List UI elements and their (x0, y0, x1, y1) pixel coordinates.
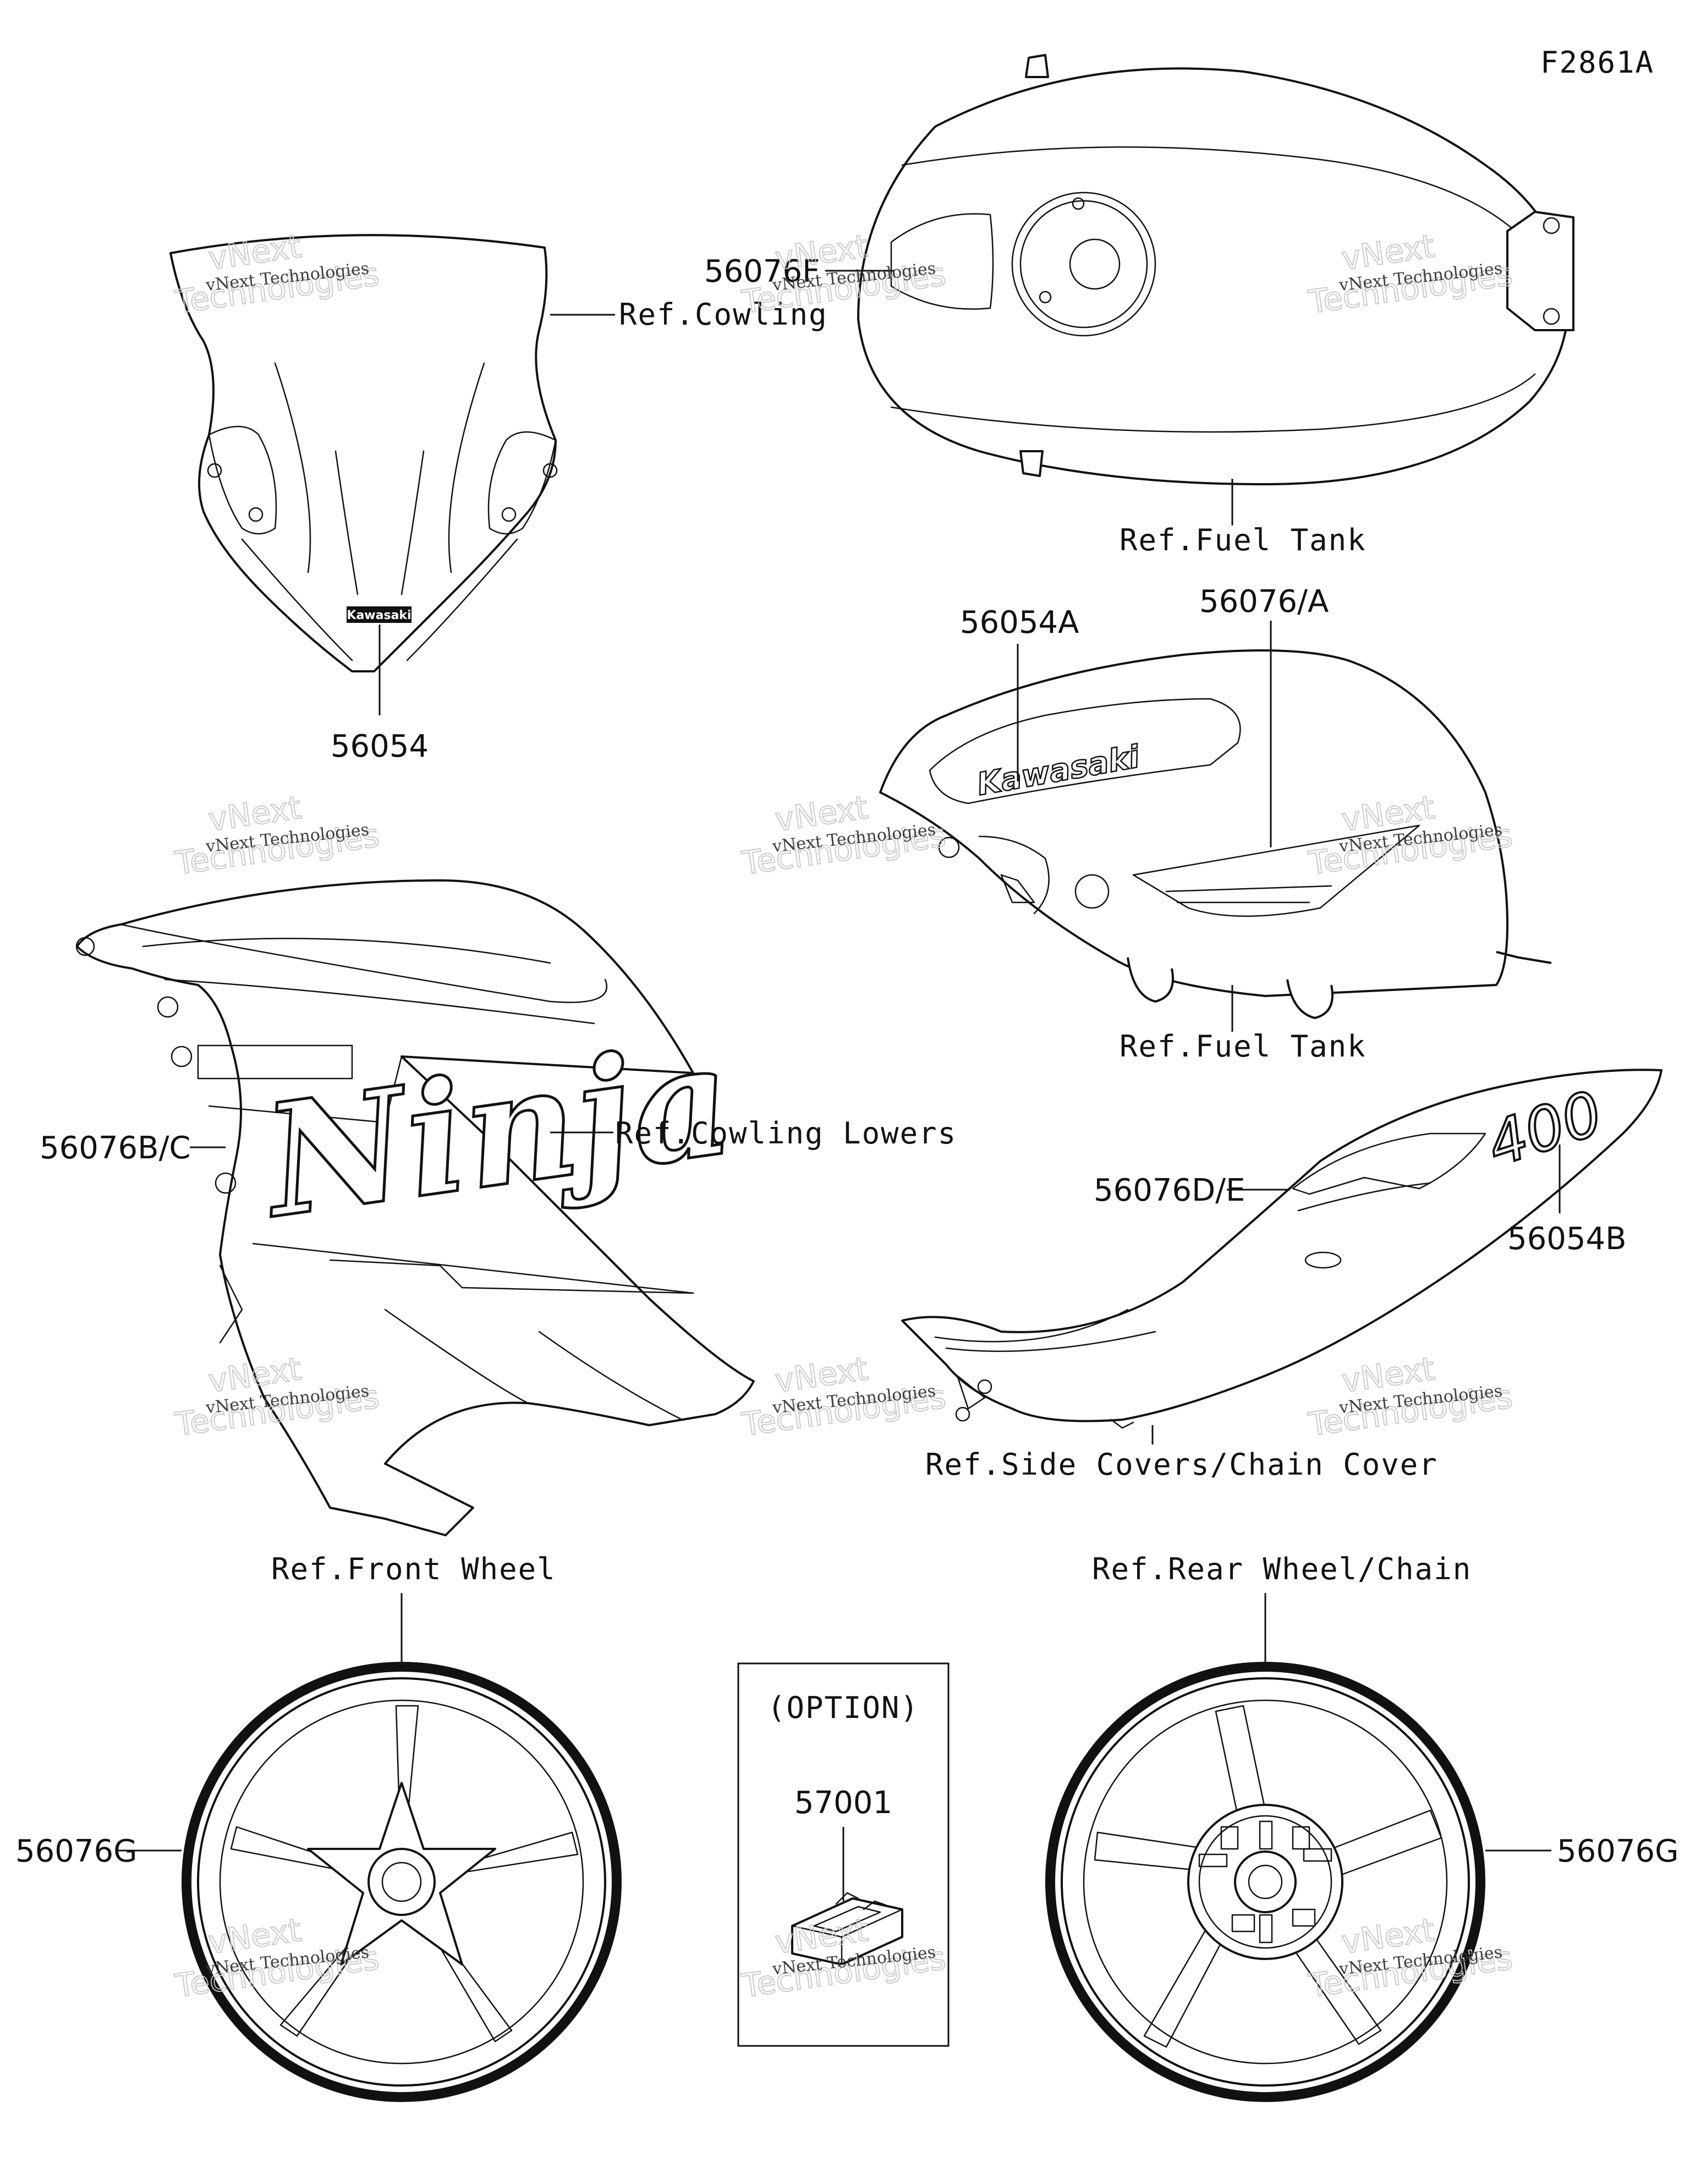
part-number-56076d-e: 56076D/E (1094, 1173, 1245, 1208)
option-part-illustration (791, 1892, 903, 1966)
part-number-56054b: 56054B (1507, 1221, 1627, 1257)
ref-front-wheel-label: Ref.Front Wheel (271, 1552, 556, 1586)
part-number-56076g-front: 56076G (15, 1833, 138, 1869)
watermark: Technologies vNext vNext Technologies (739, 1349, 948, 1444)
ref-side-covers-label: Ref.Side Covers/Chain Cover (925, 1447, 1438, 1482)
windshield-brand-text: Kawasaki (347, 609, 411, 622)
front-wheel-illustration (182, 1662, 622, 2102)
part-number-56076f: 56076F (704, 254, 820, 289)
windshield-illustration: Kawasaki (169, 234, 558, 672)
ref-rear-wheel-label: Ref.Rear Wheel/Chain (1092, 1552, 1472, 1586)
ref-cowling-label: Ref.Cowling (619, 297, 828, 332)
fuel-tank-side-illustration: Kawasaki (879, 649, 1552, 1019)
option-title: (OPTION) (767, 1690, 919, 1725)
rear-wheel-illustration (1045, 1662, 1485, 2102)
watermark: Technologies vNext vNext Technologies (172, 788, 382, 883)
ref-fuel-tank-top-label: Ref.Fuel Tank (1120, 523, 1367, 557)
side-cover-illustration: 400 (901, 1069, 1662, 1429)
ref-fuel-tank-side-label: Ref.Fuel Tank (1120, 1029, 1367, 1064)
ref-cowling-lowers-label: Ref.Cowling Lowers (615, 1116, 957, 1151)
part-number-56076g-rear: 56076G (1557, 1833, 1679, 1869)
part-number-56076-a: 56076/A (1199, 584, 1329, 620)
watermark: Technologies vNext vNext Technologies (1305, 1349, 1515, 1444)
figure-id: F2861A (1540, 45, 1654, 80)
cowling-lower-illustration: Ninja (75, 879, 755, 1536)
part-number-56054a: 56054A (960, 605, 1079, 641)
part-number-57001: 57001 (794, 1785, 892, 1821)
part-number-56054: 56054 (331, 729, 429, 764)
part-number-56076b-c: 56076B/C (40, 1130, 191, 1166)
fuel-tank-top-illustration (857, 54, 1574, 485)
watermark: Technologies vNext vNext Technologies (739, 1911, 948, 2005)
